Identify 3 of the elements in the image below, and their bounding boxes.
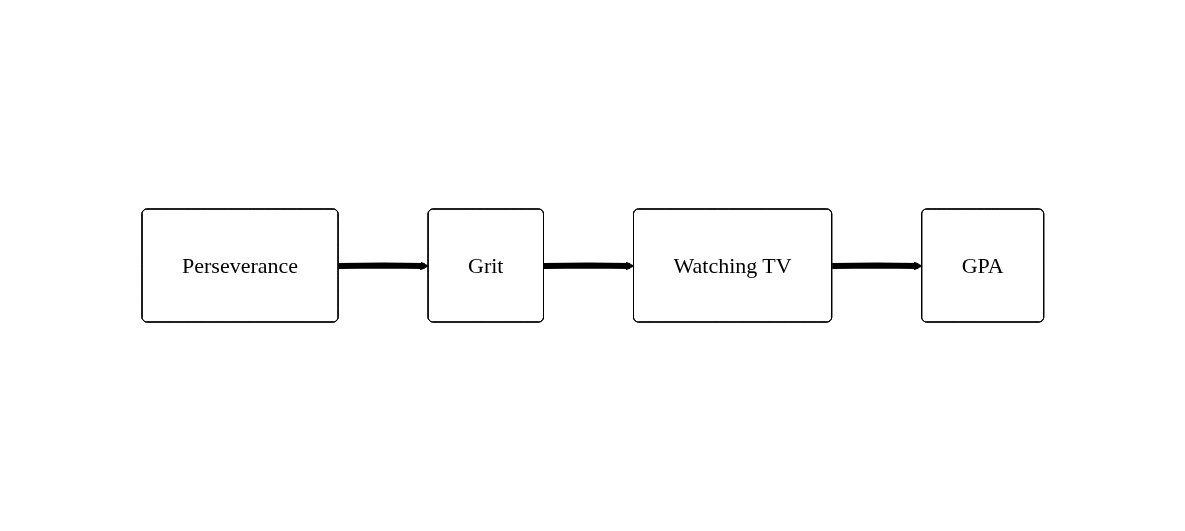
arrow <box>338 261 429 271</box>
arrow <box>831 261 923 271</box>
arrow <box>543 261 635 271</box>
